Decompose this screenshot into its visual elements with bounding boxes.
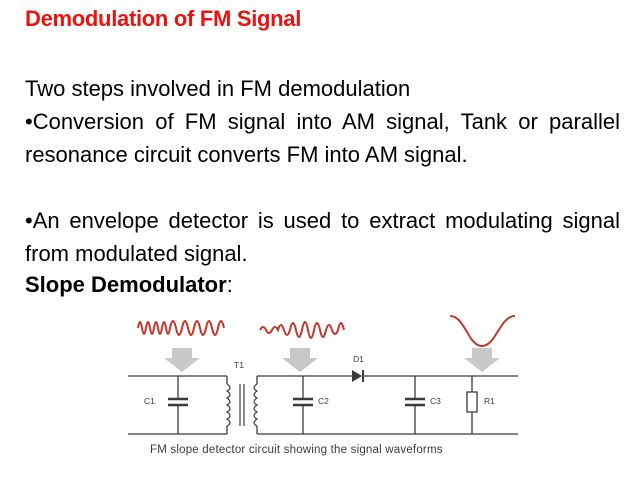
- arrow-down-icon: [282, 348, 318, 372]
- slope-detector-diagram: T1 D1 C1 C2 C3 R1: [128, 315, 518, 435]
- label-r1: R1: [484, 396, 495, 406]
- transformer-t1: [225, 383, 259, 427]
- arrow-down-icon: [164, 348, 200, 372]
- capacitor-c2: [293, 397, 313, 407]
- slope-demodulator-heading: Slope Demodulator:: [25, 272, 233, 298]
- capacitor-c3: [405, 397, 425, 407]
- demodulated-output-waveform: [449, 315, 516, 348]
- am-converted-waveform: [259, 321, 345, 339]
- intro-text: Two steps involved in FM demodulation: [25, 76, 411, 101]
- heading-colon: :: [226, 272, 233, 297]
- slope-demodulator-label: Slope Demodulator: [25, 272, 227, 297]
- resistor-r1: [466, 391, 478, 413]
- label-t1: T1: [234, 360, 244, 370]
- bullet-conversion: •Conversion of FM signal into AM signal,…: [25, 109, 620, 167]
- slide-title: Demodulation of FM Signal: [25, 6, 302, 31]
- arrow-down-icon: [464, 348, 500, 372]
- capacitor-c1: [168, 397, 188, 407]
- bullet-envelope-detector: •An envelope detector is used to extract…: [25, 208, 620, 266]
- label-c2: C2: [318, 396, 329, 406]
- label-d1: D1: [353, 354, 364, 364]
- label-c3: C3: [430, 396, 441, 406]
- figure-caption: FM slope detector circuit showing the si…: [150, 444, 443, 456]
- fm-input-waveform: [137, 320, 225, 336]
- diode-d1: [352, 370, 364, 382]
- label-c1: C1: [144, 396, 155, 406]
- circuit-wires: [128, 375, 518, 435]
